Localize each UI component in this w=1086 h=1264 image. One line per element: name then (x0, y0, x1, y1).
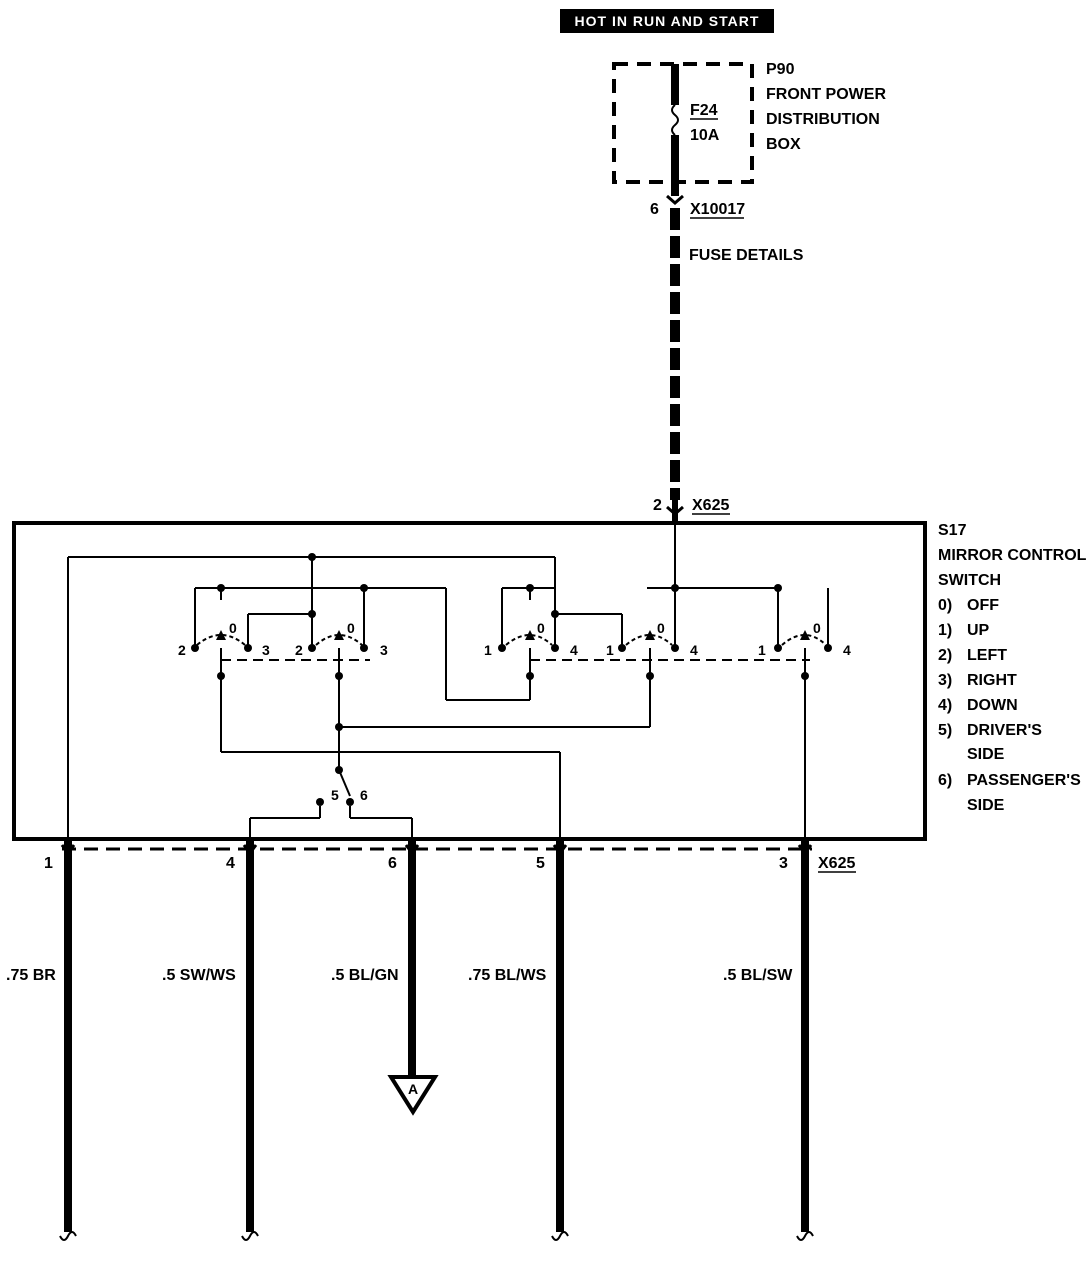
output-pin: 1 (44, 855, 53, 872)
switch-id: S17 (938, 522, 967, 539)
switch-internal-wiring (67, 524, 829, 840)
legend-text: UP (967, 622, 990, 639)
wire-label: .5 BL/SW (723, 967, 793, 984)
legend-text-cont: SIDE (967, 797, 1005, 814)
connector-x10017-pin: 6 (650, 201, 659, 218)
legend-num: 3) (938, 672, 952, 689)
power-box-id: P90 (766, 61, 795, 78)
fuse-f24 (671, 64, 679, 196)
svg-text:0: 0 (537, 620, 545, 636)
svg-text:3: 3 (262, 642, 270, 658)
contact-labels: 2 0 3 2 0 3 1 0 4 1 0 4 1 0 4 5 6 (178, 620, 851, 803)
offpage-reference-label: A (408, 1081, 418, 1097)
switch-name-line-2: SWITCH (938, 572, 1001, 589)
output-pin: 3 (779, 855, 788, 872)
switch-name-line-1: MIRROR CONTROL (938, 547, 1086, 564)
power-box-name-line-3: BOX (766, 136, 801, 153)
svg-text:3: 3 (380, 642, 388, 658)
legend-num: 4) (938, 697, 952, 714)
output-pin: 4 (226, 855, 235, 872)
mirror-switch-enclosure (12, 521, 927, 841)
svg-text:0: 0 (813, 620, 821, 636)
switch-wipers (196, 634, 827, 646)
power-box-name-line-2: DISTRIBUTION (766, 111, 880, 128)
svg-text:5: 5 (331, 787, 339, 803)
legend-num: 2) (938, 647, 952, 664)
x625-input-pin: 2 (653, 497, 662, 514)
banner-text: HOT IN RUN AND START (575, 13, 760, 29)
svg-text:1: 1 (758, 642, 766, 658)
legend-text: LEFT (967, 647, 1007, 664)
legend-num: 6) (938, 772, 952, 789)
svg-text:4: 4 (690, 642, 698, 658)
wire-label: .75 BL/WS (468, 967, 547, 984)
svg-text:0: 0 (229, 620, 237, 636)
output-wires (59, 838, 814, 1241)
legend-text: DRIVER'S (967, 722, 1042, 739)
svg-text:2: 2 (178, 642, 186, 658)
x625-input-connector: X625 (692, 497, 729, 514)
svg-text:6: 6 (360, 787, 368, 803)
connector-x10017-symbol (666, 194, 684, 205)
svg-text:4: 4 (570, 642, 578, 658)
wire-label: .5 BL/GN (331, 967, 399, 984)
junction-dots (191, 553, 832, 806)
switch-legend: 0) OFF 1) UP 2) LEFT 3) RIGHT 4) DOWN 5)… (938, 597, 1081, 814)
wire-label: .5 SW/WS (162, 967, 236, 984)
power-banner: HOT IN RUN AND START (560, 9, 774, 33)
power-distribution-box (612, 62, 754, 184)
output-pin: 6 (388, 855, 397, 872)
legend-text-cont: SIDE (967, 746, 1005, 763)
svg-text:1: 1 (484, 642, 492, 658)
offpage-reference-a: A (387, 1075, 439, 1116)
legend-text: OFF (967, 597, 999, 614)
connector-x625-output-id: X625 (818, 855, 855, 872)
fuse-id: F24 (690, 102, 718, 119)
output-pin: 5 (536, 855, 545, 872)
svg-text:0: 0 (347, 620, 355, 636)
fuse-details-label: FUSE DETAILS (689, 247, 804, 264)
legend-text: DOWN (967, 697, 1018, 714)
legend-num: 1) (938, 622, 952, 639)
wire-label: .75 BR (6, 967, 56, 984)
connector-x10017-id: X10017 (690, 201, 745, 218)
svg-text:1: 1 (606, 642, 614, 658)
legend-text: RIGHT (967, 672, 1017, 689)
legend-num: 5) (938, 722, 952, 739)
wiper-arrows (216, 630, 810, 640)
fuse-rating: 10A (690, 127, 720, 144)
svg-text:4: 4 (843, 642, 851, 658)
power-box-name-line-1: FRONT POWER (766, 86, 886, 103)
legend-num: 0) (938, 597, 952, 614)
legend-text: PASSENGER'S (967, 772, 1081, 789)
svg-text:0: 0 (657, 620, 665, 636)
svg-text:2: 2 (295, 642, 303, 658)
